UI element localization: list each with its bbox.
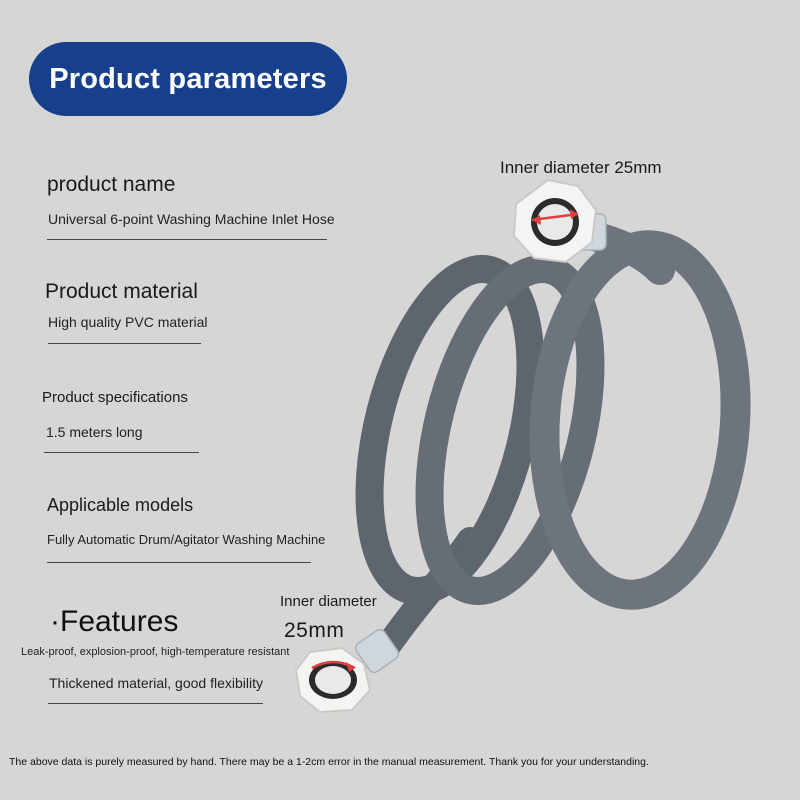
bottom-diameter-value: 25mm: [284, 619, 345, 642]
applicable-models-label: Applicable models: [47, 495, 194, 515]
divider: [47, 562, 311, 563]
hose-loop-2: [415, 254, 605, 606]
hose-loop-3: [529, 230, 751, 610]
product-material-label: Product material: [45, 280, 198, 303]
bottom-diameter-label: Inner diameter: [280, 593, 377, 610]
divider: [47, 239, 327, 240]
product-material-value: High quality PVC material: [48, 314, 208, 330]
page-title: Product parameters: [49, 62, 327, 95]
features-title: ·Features: [50, 605, 179, 638]
divider: [44, 452, 199, 453]
features-line-2: Thickened material, good flexibility: [49, 675, 263, 691]
product-name-value: Universal 6-point Washing Machine Inlet …: [48, 211, 335, 227]
title-banner: Product parameters: [29, 42, 347, 116]
applicable-models-value: Fully Automatic Drum/Agitator Washing Ma…: [47, 532, 326, 547]
clear-collar-bottom: [354, 628, 400, 674]
divider: [48, 343, 201, 344]
product-name-label: product name: [47, 173, 176, 196]
top-fitting: [512, 178, 598, 264]
hose-loop-1: [355, 254, 545, 606]
product-spec-value: 1.5 meters long: [46, 424, 143, 440]
divider: [48, 703, 263, 704]
top-diameter-annotation: Inner diameter 25mm: [500, 158, 662, 177]
product-spec-label: Product specifications: [42, 389, 188, 406]
features-line-1: Leak-proof, explosion-proof, high-temper…: [21, 646, 290, 658]
disclaimer-text: The above data is purely measured by han…: [9, 756, 649, 768]
bottom-fitting: [294, 646, 372, 714]
